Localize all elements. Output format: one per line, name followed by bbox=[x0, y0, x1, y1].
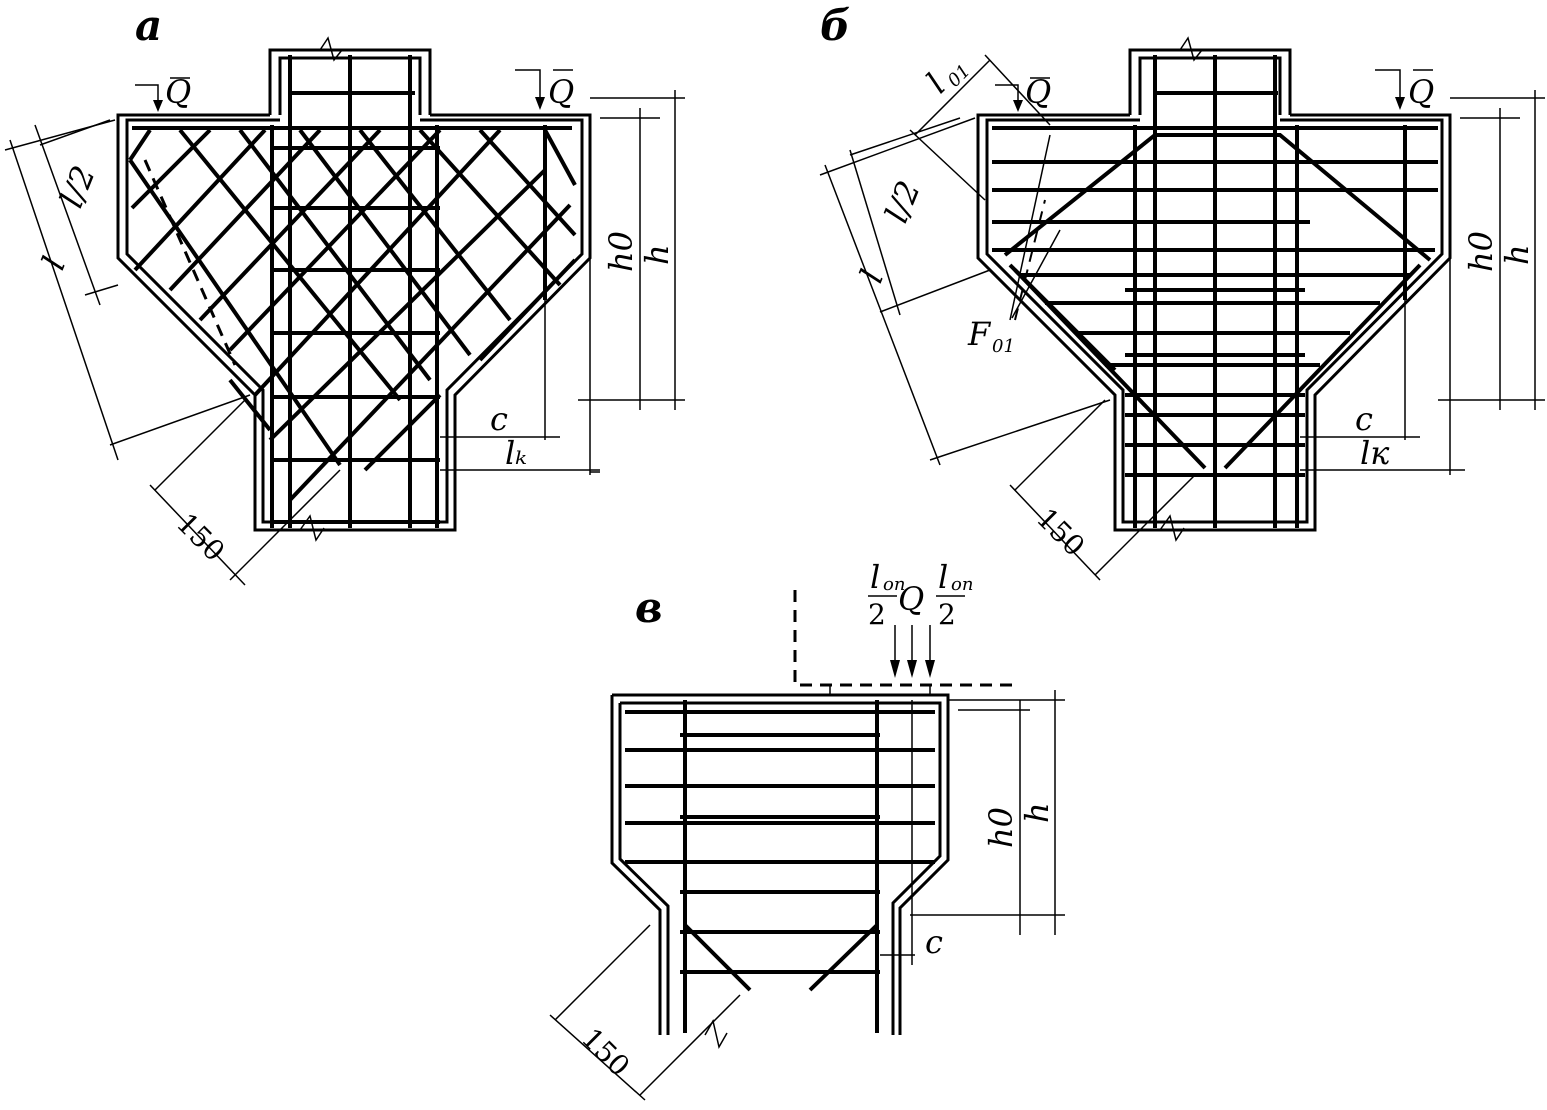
svg-text:l: l bbox=[938, 558, 948, 596]
area-label-f01: F 01 bbox=[967, 134, 1061, 357]
c-label: c bbox=[490, 400, 508, 438]
svg-text:l: l bbox=[870, 558, 880, 596]
corbel-outer-right bbox=[612, 693, 950, 1035]
inclined-bars bbox=[1003, 133, 1432, 470]
svg-text:оп: оп bbox=[883, 574, 905, 595]
svg-text:2: 2 bbox=[938, 598, 956, 631]
break-mark-bottom bbox=[299, 514, 325, 542]
load-left: Q bbox=[995, 73, 1051, 112]
column-top-inner bbox=[1138, 56, 1282, 115]
break-mark-top bbox=[319, 36, 343, 62]
svg-text:lк: lк bbox=[1360, 434, 1390, 472]
svg-text:01: 01 bbox=[944, 60, 975, 91]
figure-c-letter: в bbox=[635, 583, 663, 632]
svg-text:h0: h0 bbox=[982, 807, 1020, 848]
svg-text:h: h bbox=[1498, 244, 1536, 265]
svg-text:Q: Q bbox=[898, 580, 924, 618]
break-mark-top bbox=[1179, 36, 1203, 62]
figure-c: в Q l оп 2 l оп 2 bbox=[549, 558, 1065, 1101]
svg-text:оп: оп bbox=[951, 574, 973, 595]
dimension-h: h0 h bbox=[1438, 90, 1545, 475]
dimension-c: c lк bbox=[1300, 300, 1465, 472]
break-mark-bottom bbox=[1159, 514, 1185, 542]
dimension-c: c lₖ bbox=[440, 300, 600, 472]
h-label: h bbox=[638, 244, 676, 265]
load-right: Q bbox=[515, 69, 574, 111]
dimension-l: l l/2 bbox=[819, 117, 1111, 466]
svg-text:150: 150 bbox=[575, 1022, 636, 1083]
inclined-bars-down-left bbox=[128, 128, 577, 467]
figure-a-letter: а bbox=[135, 1, 162, 50]
column-ties bbox=[270, 146, 440, 524]
svg-text:Q: Q bbox=[1408, 73, 1434, 111]
load-right: Q bbox=[1375, 69, 1434, 111]
h0-label: h0 bbox=[602, 231, 640, 272]
dimension-c: c bbox=[880, 923, 943, 961]
column-top-outline bbox=[268, 48, 432, 115]
svg-text:F: F bbox=[967, 315, 992, 353]
corbel-outer-left bbox=[610, 695, 662, 1035]
svg-text:01: 01 bbox=[992, 336, 1015, 357]
svg-text:h: h bbox=[1018, 802, 1056, 823]
dimension-h: h0 h bbox=[910, 690, 1065, 965]
svg-text:Q: Q bbox=[548, 73, 574, 111]
beam-outline bbox=[793, 590, 1015, 687]
svg-text:l/2: l/2 bbox=[877, 175, 928, 228]
crack-line bbox=[143, 159, 237, 366]
svg-text:150: 150 bbox=[1030, 502, 1091, 563]
break-mark-bottom bbox=[704, 1018, 728, 1050]
corbel-inner-left bbox=[618, 703, 670, 1035]
figure-b: б bbox=[819, 1, 1545, 581]
svg-text:Q: Q bbox=[1025, 73, 1051, 111]
svg-text:c: c bbox=[925, 923, 943, 961]
corbel-inner-right bbox=[620, 701, 942, 1035]
horizontal-bars bbox=[625, 733, 935, 974]
lk-label: lₖ bbox=[505, 434, 527, 472]
figure-b-letter: б bbox=[820, 1, 850, 50]
dimension-150: 150 bbox=[149, 399, 341, 586]
svg-text:c: c bbox=[1355, 400, 1373, 438]
dimension-h: h0 h bbox=[578, 90, 685, 475]
svg-text:Q: Q bbox=[165, 73, 191, 111]
l-half-label: l/2 bbox=[52, 160, 103, 213]
loads: Q l оп 2 l оп 2 bbox=[868, 558, 973, 678]
svg-text:h0: h0 bbox=[1462, 231, 1500, 272]
svg-text:2: 2 bbox=[868, 598, 886, 631]
figure-a: а bbox=[4, 1, 685, 586]
load-left: Q bbox=[135, 73, 191, 112]
column-top-outline bbox=[1128, 48, 1292, 115]
